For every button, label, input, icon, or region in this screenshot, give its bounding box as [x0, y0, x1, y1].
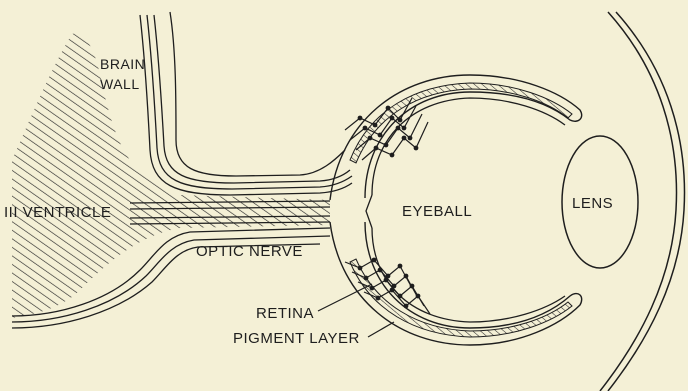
eyeball-label: EYEBALL [402, 203, 472, 220]
retina-inner [372, 98, 565, 195]
pigment-layer-label: PIGMENT LAYER [233, 330, 360, 347]
brain-wall-upper [140, 12, 352, 195]
retina-leader [318, 284, 372, 311]
brain-wall-label-2: WALL [100, 76, 140, 92]
optic-nerve-label: OPTIC NERVE [196, 243, 303, 260]
lens-label: LENS [572, 195, 613, 212]
retina-inner-lower [372, 228, 565, 322]
pigment-leader [368, 322, 394, 337]
brain-wall-label-1: BRAIN [100, 56, 145, 72]
retina-label: RETINA [256, 305, 314, 322]
third-ventricle-label: III VENTRICLE [4, 204, 111, 221]
cup-notch [366, 195, 372, 228]
